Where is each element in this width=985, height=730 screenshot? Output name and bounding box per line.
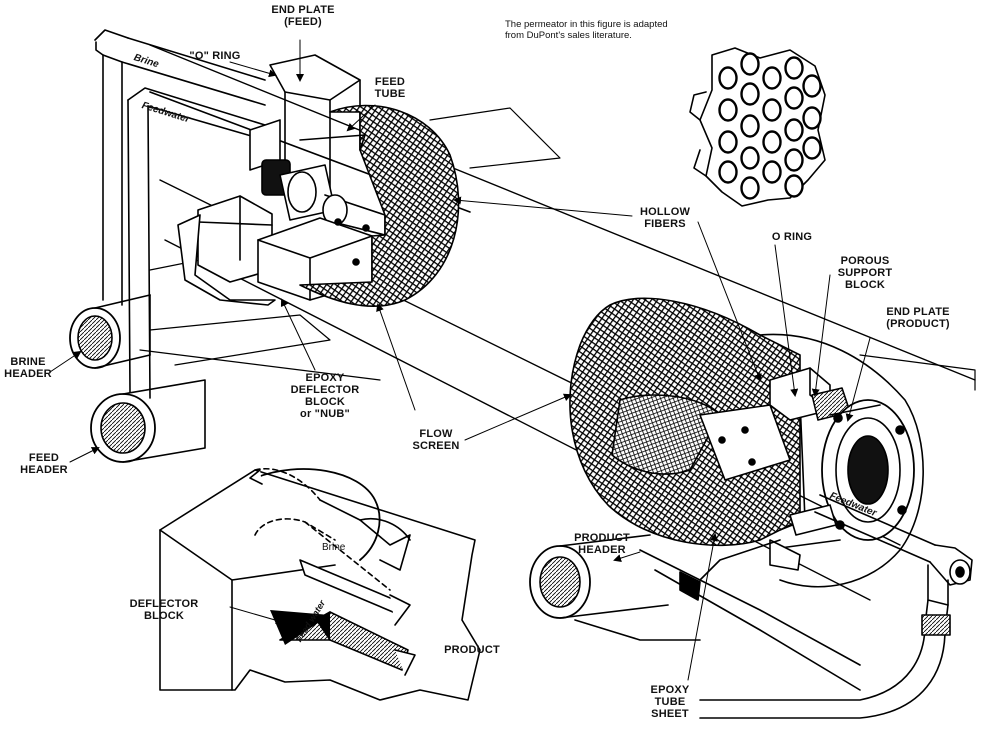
- fiber-opening: [802, 136, 822, 160]
- fiber-opening: [740, 114, 760, 138]
- source-note: The permeator in this figure is adapted …: [505, 19, 668, 41]
- feed-end-assembly: [177, 54, 386, 306]
- fiber-opening: [762, 130, 782, 154]
- label-feed-tube: FEED TUBE: [374, 76, 406, 100]
- fiber-cross-section-holes: [718, 52, 822, 200]
- label-end-plate-product: END PLATE (PRODUCT): [886, 306, 950, 330]
- fiber-opening: [762, 98, 782, 122]
- fiber-opening: [784, 148, 804, 172]
- label-end-plate-feed: END PLATE (FEED): [271, 4, 335, 28]
- fiber-opening: [784, 174, 804, 198]
- label-flow-screen: FLOW SCREEN: [412, 428, 460, 452]
- fiber-opening: [718, 66, 738, 90]
- fiber-bundle-feed: [299, 104, 460, 307]
- label-epoxy-deflector-block: EPOXY DEFLECTOR BLOCK or "NUB": [290, 372, 360, 420]
- source-note-line-2: from DuPont's sales literature.: [505, 30, 632, 41]
- product-header-pipe: [529, 534, 861, 691]
- source-note-line-1: The permeator in this figure is adapted: [505, 19, 668, 30]
- fiber-opening: [802, 106, 822, 130]
- fiber-opening: [740, 52, 760, 76]
- label-product-header: PRODUCT HEADER: [574, 532, 630, 556]
- fiber-opening: [718, 130, 738, 154]
- label-product: PRODUCT: [444, 644, 500, 656]
- label-epoxy-tube-sheet: EPOXY TUBE SHEET: [650, 684, 690, 720]
- product-feed-pipe: [699, 494, 973, 719]
- label-feed-header: FEED HEADER: [20, 452, 68, 476]
- fiber-opening: [784, 56, 804, 80]
- label-o-ring-top: "O" RING: [189, 50, 241, 62]
- label-brine-header: BRINE HEADER: [4, 356, 52, 380]
- fiber-opening: [762, 66, 782, 90]
- deflector-inset: [159, 468, 481, 701]
- feed-end-cap: [299, 134, 366, 151]
- leader-lines: [49, 39, 871, 681]
- feed-header-pipe: [90, 87, 266, 463]
- label-porous-support-block: POROUS SUPPORT BLOCK: [837, 255, 893, 291]
- fiber-opening: [718, 98, 738, 122]
- label-deflector-block: DEFLECTOR BLOCK: [129, 598, 199, 622]
- fiber-opening: [802, 74, 822, 98]
- fiber-opening: [784, 118, 804, 142]
- fiber-opening: [762, 160, 782, 184]
- flow-label-brine-inset: Brine: [322, 542, 346, 553]
- fiber-opening: [740, 176, 760, 200]
- label-o-ring-right: O RING: [771, 231, 813, 243]
- label-hollow-fibers: HOLLOW FIBERS: [639, 206, 691, 230]
- fiber-opening: [740, 146, 760, 170]
- fiber-opening: [784, 86, 804, 110]
- fiber-opening: [718, 160, 738, 184]
- fiber-opening: [740, 82, 760, 106]
